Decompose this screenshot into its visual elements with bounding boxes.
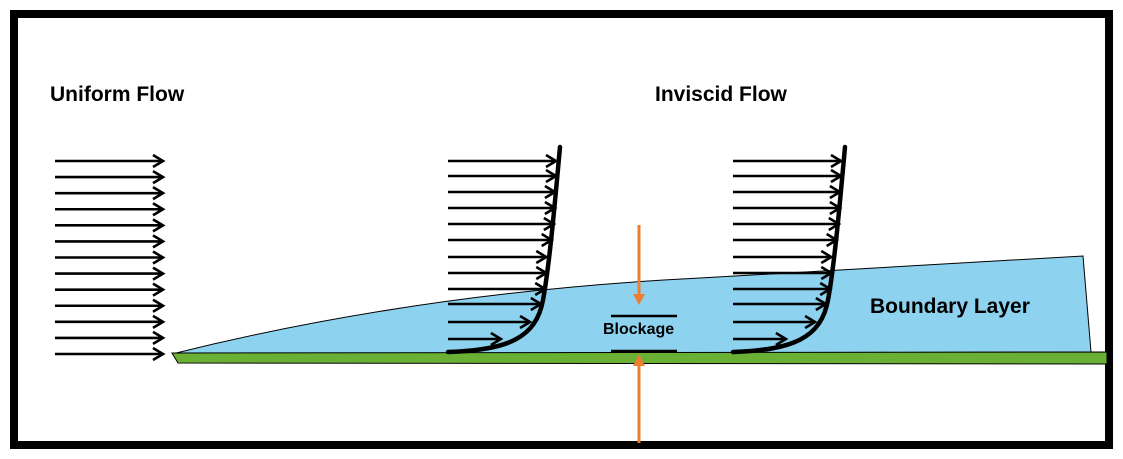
velocity-arrow xyxy=(448,232,555,248)
blockage-arrow-down xyxy=(633,225,645,305)
velocity-arrow xyxy=(733,184,843,200)
velocity-arrow xyxy=(448,331,504,347)
inviscid-flow-title: Inviscid Flow xyxy=(655,83,787,106)
uniform-flow-arrows xyxy=(55,153,166,362)
velocity-arrow xyxy=(448,184,558,200)
velocity-profile-curve xyxy=(445,144,563,355)
velocity-arrow xyxy=(733,249,834,265)
uniform-flow-title: Uniform Flow xyxy=(50,83,185,106)
velocity-profile-1 xyxy=(445,144,563,355)
velocity-profile-curve xyxy=(730,144,848,355)
velocity-arrow xyxy=(448,216,557,232)
velocity-arrow xyxy=(733,232,840,248)
velocity-arrow xyxy=(448,314,533,330)
boundary-layer-label: Boundary Layer xyxy=(870,295,1030,318)
diagram-frame xyxy=(10,10,1113,449)
uniform-flow-arrow xyxy=(55,234,166,249)
velocity-profile-2 xyxy=(730,144,848,355)
velocity-arrow xyxy=(448,200,558,216)
blockage-label: Blockage xyxy=(603,321,675,338)
uniform-flow-arrow xyxy=(55,186,166,201)
velocity-arrow xyxy=(733,153,844,169)
uniform-flow-arrow xyxy=(55,282,166,297)
velocity-arrow xyxy=(733,168,844,184)
velocity-arrow xyxy=(448,265,549,281)
velocity-arrow xyxy=(733,331,789,347)
velocity-arrow xyxy=(733,314,818,330)
uniform-flow-arrow xyxy=(55,153,166,169)
velocity-arrow xyxy=(733,200,843,216)
uniform-flow-arrow xyxy=(55,250,166,265)
velocity-arrow xyxy=(448,168,559,184)
uniform-flow-arrow xyxy=(55,169,166,185)
uniform-flow-arrow xyxy=(55,298,166,313)
uniform-flow-arrow xyxy=(55,202,166,217)
velocity-arrow xyxy=(733,216,842,232)
velocity-arrow xyxy=(448,249,549,265)
uniform-flow-arrow xyxy=(55,330,166,346)
blockage-arrow-up xyxy=(633,354,645,443)
uniform-flow-arrow xyxy=(55,218,166,233)
uniform-flow-arrow xyxy=(55,346,166,362)
uniform-flow-arrow xyxy=(55,314,166,329)
uniform-flow-arrow xyxy=(55,266,166,281)
boundary-layer-region xyxy=(171,255,1092,355)
velocity-arrow xyxy=(448,153,559,169)
